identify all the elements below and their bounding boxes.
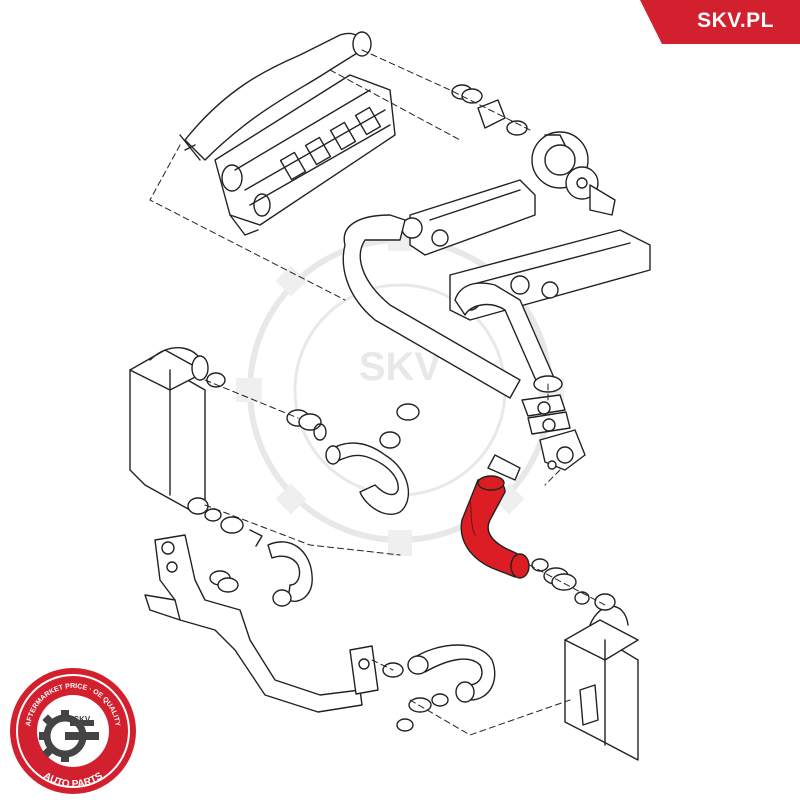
intercooler-left-outlet-clamps — [206, 372, 327, 441]
assembly-guide-lines — [149, 49, 606, 736]
crossover-pipe — [342, 214, 563, 399]
lower-u-hose — [382, 644, 496, 732]
flange-gasket-set — [521, 394, 571, 435]
small-elbow-hose — [209, 541, 313, 607]
highlighted-intercooler-hose — [460, 475, 530, 579]
watermark-text: SKV — [359, 345, 442, 389]
upper-hose-clamp — [487, 454, 521, 481]
valve-body — [539, 429, 586, 471]
intake-manifold — [214, 74, 396, 236]
site-logo-text: SKV.PL — [697, 9, 774, 32]
lower-charge-pipe — [144, 534, 379, 713]
badge-center-text: SKV — [74, 715, 91, 724]
exhaust-manifold-lower — [449, 229, 651, 321]
middle-s-hose — [325, 403, 420, 515]
quality-badge: SKV AFTERMARKET PRICE · OE QUALITY AUTO … — [10, 668, 136, 794]
gear-icon — [39, 710, 99, 762]
exhaust-manifold-upper — [401, 179, 536, 256]
upper-intake-pipe — [179, 31, 372, 161]
intercooler-right — [564, 593, 639, 761]
intercooler-left — [129, 346, 209, 515]
turbocharger — [531, 131, 616, 216]
brand-corner-banner — [640, 0, 800, 44]
left-lower-clamp-set — [204, 508, 263, 547]
